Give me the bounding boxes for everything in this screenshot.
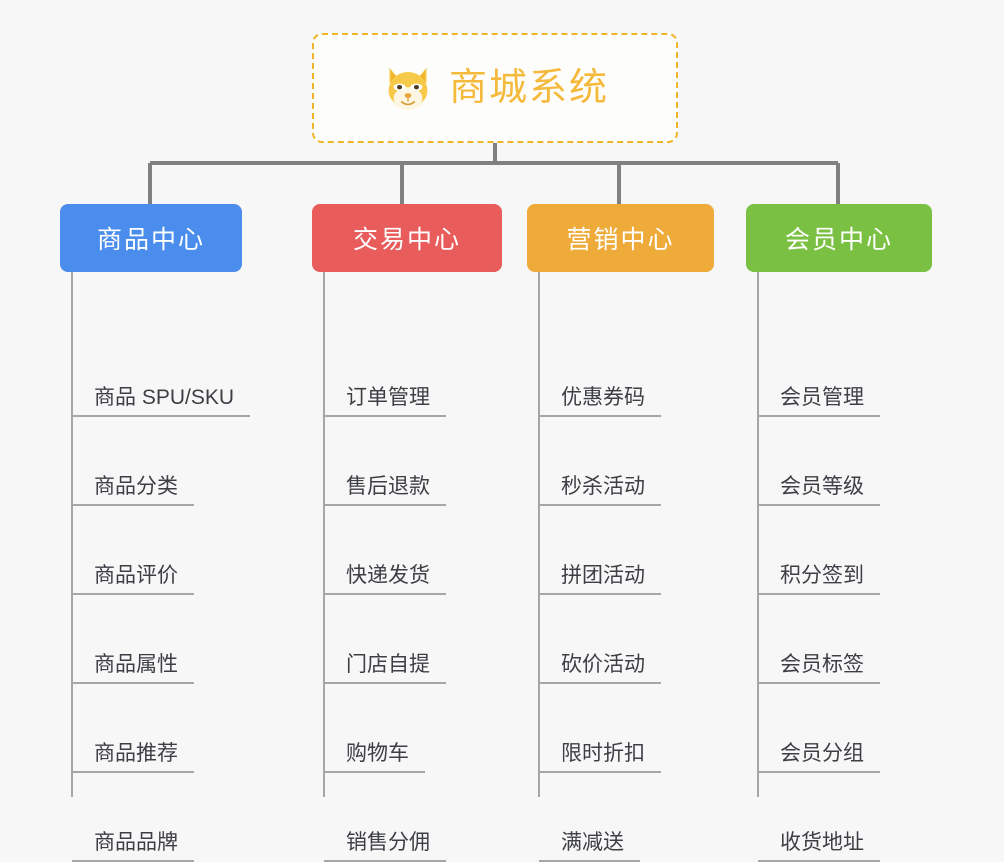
- leaf-item[interactable]: 门店自提: [324, 653, 446, 685]
- leaf-item-label: 拼团活动: [561, 564, 645, 587]
- leaf-item-label: 秒杀活动: [561, 475, 645, 498]
- leaf-item[interactable]: 拼团活动: [539, 564, 661, 596]
- leaf-item-label: 商品推荐: [94, 742, 178, 765]
- root-title: 商城系统: [448, 67, 609, 109]
- branch-header[interactable]: 营销中心: [527, 204, 714, 272]
- leaf-item[interactable]: 积分签到: [758, 564, 880, 596]
- leaf-item-label: 砍价活动: [561, 653, 645, 676]
- leaf-item[interactable]: 满减送: [539, 831, 640, 862]
- leaf-item-underline: [758, 771, 880, 774]
- leaf-item[interactable]: 购物车: [324, 742, 425, 774]
- leaf-item[interactable]: 会员等级: [758, 475, 880, 507]
- leaf-item[interactable]: 快递发货: [324, 564, 446, 596]
- branch-column-4: 会员中心会员管理会员等级积分签到会员标签会员分组收货地址: [746, 204, 932, 862]
- leaf-item[interactable]: 收货地址: [758, 831, 880, 862]
- branch-column-2: 交易中心订单管理售后退款快递发货门店自提购物车销售分佣: [312, 204, 502, 862]
- leaf-item-underline: [72, 593, 194, 596]
- leaf-item-label: 积分签到: [780, 564, 864, 587]
- leaf-item-label: 会员管理: [780, 386, 864, 409]
- leaf-item-label: 快递发货: [346, 564, 430, 587]
- branch-column-3: 营销中心优惠券码秒杀活动拼团活动砍价活动限时折扣满减送: [527, 204, 714, 862]
- leaf-item[interactable]: 订单管理: [324, 386, 446, 418]
- leaf-item[interactable]: 会员分组: [758, 742, 880, 774]
- leaf-item[interactable]: 售后退款: [324, 475, 446, 507]
- leaf-item-label: 售后退款: [346, 475, 430, 498]
- leaf-item-underline: [539, 682, 661, 685]
- leaf-item-underline: [72, 504, 194, 507]
- leaf-item-underline: [758, 593, 880, 596]
- leaf-item-label: 商品 SPU/SKU: [94, 386, 235, 409]
- leaf-item-underline: [324, 682, 446, 685]
- leaf-item-underline: [324, 593, 446, 596]
- shiba-dog-icon: [388, 67, 428, 110]
- leaf-item[interactable]: 限时折扣: [539, 742, 661, 774]
- leaf-item-label: 商品品牌: [94, 831, 178, 854]
- leaf-item-label: 收货地址: [780, 831, 864, 854]
- leaf-item-label: 购物车: [346, 742, 409, 765]
- leaf-item[interactable]: 商品推荐: [72, 742, 194, 774]
- leaf-item-underline: [72, 682, 194, 685]
- leaf-item[interactable]: 商品评价: [72, 564, 194, 596]
- leaf-item-underline: [758, 682, 880, 685]
- leaf-item-underline: [539, 504, 661, 507]
- leaf-item-underline: [324, 504, 446, 507]
- leaf-item[interactable]: 砍价活动: [539, 653, 661, 685]
- leaf-item[interactable]: 商品品牌: [72, 831, 194, 862]
- branch-header[interactable]: 交易中心: [312, 204, 502, 272]
- leaf-item[interactable]: 商品分类: [72, 475, 194, 507]
- mindmap-canvas: 商城系统 商品中心商品 SPU/SKU 商品分类商品评价商品属性商品推荐商品品牌 交…: [60, 33, 932, 862]
- leaf-item-underline: [324, 415, 446, 418]
- leaf-item[interactable]: 商品属性: [72, 653, 194, 685]
- leaf-item-label: 商品评价: [94, 564, 178, 587]
- leaf-item[interactable]: 优惠券码: [539, 386, 661, 418]
- leaf-item-underline: [539, 771, 661, 774]
- leaf-item[interactable]: 会员标签: [758, 653, 880, 685]
- leaf-item-underline: [539, 415, 661, 418]
- leaf-item[interactable]: 秒杀活动: [539, 475, 661, 507]
- leaf-item-label: 商品属性: [94, 653, 178, 676]
- leaf-item-underline: [539, 593, 661, 596]
- branch-header-label: 交易中心: [352, 226, 461, 254]
- leaf-item[interactable]: 商品 SPU/SKU: [72, 386, 251, 418]
- leaf-item-label: 满减送: [561, 831, 624, 854]
- leaf-item-label: 会员分组: [780, 742, 864, 765]
- branch-header-label: 营销中心: [566, 226, 675, 254]
- leaf-item-label: 销售分佣: [346, 831, 430, 854]
- leaf-item-label: 会员等级: [780, 475, 864, 498]
- leaf-item-underline: [72, 415, 251, 418]
- leaf-item[interactable]: 会员管理: [758, 386, 880, 418]
- leaf-item-label: 商品分类: [94, 475, 178, 498]
- root-node[interactable]: 商城系统: [312, 33, 678, 143]
- leaf-item-underline: [324, 771, 425, 774]
- leaf-item-label: 门店自提: [346, 653, 430, 676]
- branch-header-label: 会员中心: [784, 226, 893, 254]
- branch-column-1: 商品中心商品 SPU/SKU 商品分类商品评价商品属性商品推荐商品品牌: [60, 204, 251, 862]
- leaf-item-label: 会员标签: [780, 653, 864, 676]
- branch-header[interactable]: 商品中心: [60, 204, 242, 272]
- leaf-item-label: 优惠券码: [561, 386, 645, 409]
- leaf-item-underline: [758, 504, 880, 507]
- leaf-item-label: 限时折扣: [561, 742, 645, 765]
- branch-header[interactable]: 会员中心: [746, 204, 932, 272]
- leaf-item-underline: [758, 415, 880, 418]
- leaf-item-label: 订单管理: [346, 386, 430, 409]
- leaf-item-underline: [72, 771, 194, 774]
- branch-header-label: 商品中心: [96, 226, 205, 254]
- leaf-item[interactable]: 销售分佣: [324, 831, 446, 862]
